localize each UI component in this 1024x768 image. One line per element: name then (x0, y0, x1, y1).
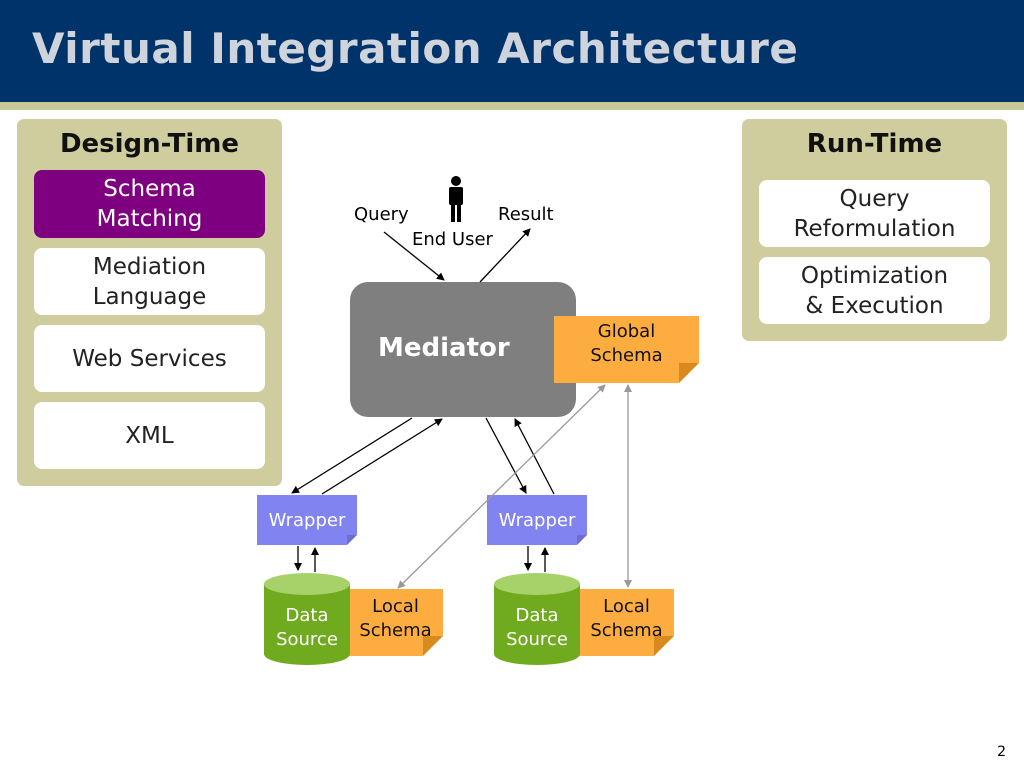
local-schema-left-label: Local Schema (359, 595, 432, 641)
data-source-left-cylinder (264, 573, 350, 665)
title-bar (0, 0, 1024, 102)
mediator-label: Mediator (378, 333, 510, 363)
xml-box: XML (34, 402, 265, 469)
local-schema-right-note: Local Schema (579, 589, 674, 656)
result-arrow (479, 228, 531, 283)
schema-matching-box: Schema Matching (34, 170, 265, 238)
wrapper-left: Wrapper (257, 495, 357, 545)
web-services-box: Web Services (34, 325, 265, 392)
local-schema-right-label: Local Schema (590, 595, 663, 641)
page-fold (654, 636, 674, 656)
query-reformulation-box: Query Reformulation (759, 180, 990, 247)
global-schema-note: Global Schema (554, 316, 699, 383)
page-fold (679, 363, 699, 383)
data-source-right-cylinder (494, 573, 580, 665)
title-divider (0, 102, 1024, 110)
data-source-right-label: Data Source (506, 605, 568, 650)
optimization-execution-box: Optimization & Execution (759, 257, 990, 324)
global-schema-label: Global Schema (590, 320, 663, 366)
query-label: Query (354, 204, 409, 225)
person-icon (449, 176, 463, 222)
design-time-heading: Design-Time (59, 129, 240, 159)
wrapper-left-label: Wrapper (268, 509, 346, 531)
result-label: Result (498, 204, 554, 225)
data-source-left-label: Data Source (276, 605, 338, 650)
page-number: 2 (997, 744, 1006, 760)
mediator-to-wrapper-left-arrow (291, 417, 413, 494)
wrapper-left-to-mediator-arrow (321, 418, 443, 495)
mediation-language-box: Mediation Language (34, 248, 265, 315)
query-arrow (383, 231, 445, 281)
page-fold (347, 535, 357, 545)
page-fold (423, 636, 443, 656)
local-schema-left-note: Local Schema (348, 589, 443, 656)
global-to-local-left-mapping (397, 384, 606, 589)
slide-title: Virtual Integration Architecture (32, 24, 799, 73)
run-time-heading: Run-Time (806, 129, 943, 159)
end-user-label: End User (412, 229, 493, 250)
